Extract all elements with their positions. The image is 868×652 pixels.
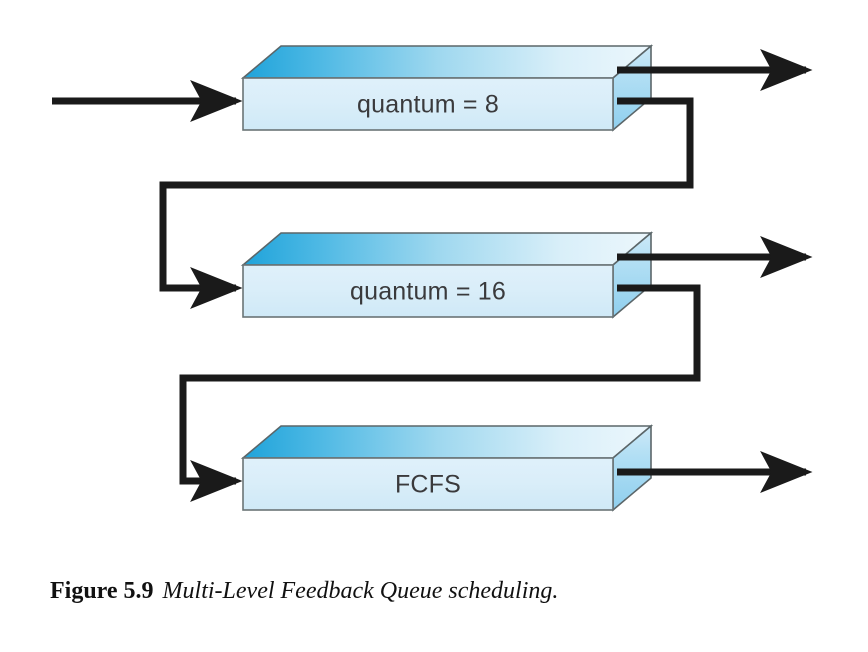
figure-title: Multi-Level Feedback Queue scheduling. bbox=[162, 578, 559, 604]
queue-box-front-face bbox=[242, 264, 614, 318]
queue-box-top-face bbox=[240, 45, 654, 79]
queue-box-quantum-8[interactable]: quantum = 8 bbox=[240, 44, 654, 132]
queue-label-3: FCFS bbox=[395, 471, 461, 499]
queue-box-top-face bbox=[240, 232, 654, 266]
figure-caption: Figure 5.9 Multi-Level Feedback Queue sch… bbox=[50, 578, 840, 605]
demotion-feedback-arrow-1 bbox=[159, 97, 694, 309]
arrow-stub-overlay bbox=[617, 66, 660, 476]
queue-box-fcfs[interactable]: FCFS bbox=[240, 424, 654, 512]
queue-label-1: quantum = 8 bbox=[357, 91, 499, 119]
queue-box-front-face bbox=[242, 457, 614, 511]
queue-box-front-face bbox=[242, 77, 614, 131]
queue-box-top-face bbox=[240, 425, 654, 459]
queue-label-2: quantum = 16 bbox=[350, 278, 506, 306]
demotion-feedback-arrow-2 bbox=[179, 284, 701, 502]
queue-box-quantum-16[interactable]: quantum = 16 bbox=[240, 231, 654, 319]
figure-number: Figure 5.9 bbox=[50, 578, 154, 604]
